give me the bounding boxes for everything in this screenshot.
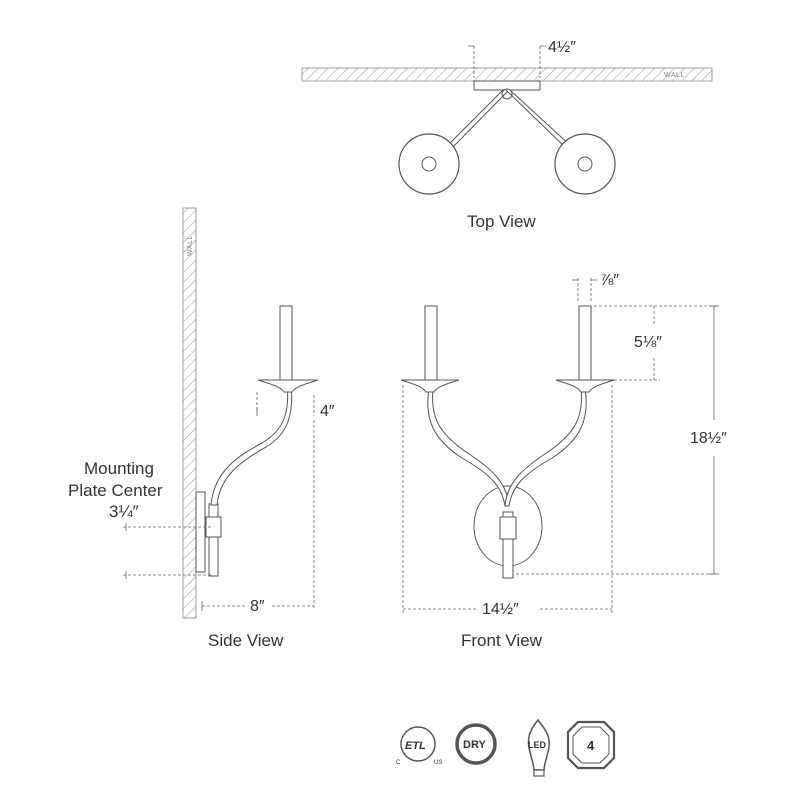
front-overall-height-label: 18½″ — [690, 430, 727, 447]
led-icon-text: LED — [528, 740, 547, 750]
side-backplate — [195, 491, 206, 573]
front-width-dimension — [402, 385, 613, 614]
front-candle-height-label: 5⅛″ — [634, 334, 662, 351]
front-view: ⅞″ 5⅛″ 18½″ 14½″ Front View — [400, 272, 727, 650]
side-view-title: Side View — [208, 631, 284, 650]
mounting-value-label: 3¼″ — [109, 502, 139, 521]
top-view-title: Top View — [467, 212, 536, 231]
front-candle-dimension — [594, 305, 718, 381]
led-bulb-icon: LED — [527, 718, 550, 777]
mounting-label-line2: Plate Center — [68, 481, 163, 500]
top-disc-right-center — [577, 156, 593, 172]
front-candle-left — [424, 305, 438, 381]
top-wall-tag: WALL — [664, 72, 685, 79]
front-overall-width-label: 14½″ — [482, 601, 519, 618]
front-collar — [499, 516, 517, 540]
top-view: WALL 4½″ Top View — [301, 39, 713, 231]
mounting-dimension — [123, 523, 212, 579]
top-arms — [442, 89, 573, 154]
side-arm-offset-label: 4″ — [320, 403, 335, 420]
bulb-count-text: 4 — [587, 738, 595, 753]
mounting-label-line1: Mounting — [84, 459, 154, 478]
bulb-count-icon: 4 — [566, 720, 616, 770]
certification-icons: ETL C US DRY LED 4 — [396, 718, 616, 777]
side-view: WALL 4″ Mounting Plate Center 3¼″ — [68, 207, 335, 650]
side-stem — [208, 503, 219, 577]
front-view-title: Front View — [461, 631, 543, 650]
side-bobeche — [257, 379, 319, 393]
etl-icon-text: ETL — [405, 740, 426, 752]
front-candle-right — [578, 305, 592, 381]
front-bobeche-right — [555, 379, 615, 393]
top-wall — [301, 67, 713, 82]
etl-icon-right: US — [434, 760, 442, 766]
top-hub — [501, 88, 513, 100]
side-depth-label: 8″ — [250, 598, 265, 615]
etl-listed-icon: ETL C US — [396, 726, 442, 766]
side-wall — [182, 207, 197, 619]
side-wall-tag: WALL — [187, 235, 194, 256]
front-tube-dimension — [572, 278, 597, 302]
side-arm-dimension — [256, 392, 315, 416]
front-stem — [502, 511, 514, 579]
etl-icon-left: C — [396, 760, 401, 766]
dry-rated-icon: DRY — [455, 723, 497, 765]
side-depth-dimension — [201, 420, 315, 611]
top-plate-dimension — [468, 45, 546, 78]
front-height-dimension — [516, 305, 719, 575]
side-candle — [279, 305, 293, 381]
top-plate-width-label: 4½″ — [548, 39, 576, 56]
top-disc-left-center — [421, 156, 437, 172]
front-bobeche-left — [400, 379, 460, 393]
dry-icon-text: DRY — [463, 739, 486, 751]
side-arm — [210, 383, 293, 506]
front-arm-right — [504, 387, 587, 507]
front-tube-width-label: ⅞″ — [600, 272, 619, 289]
